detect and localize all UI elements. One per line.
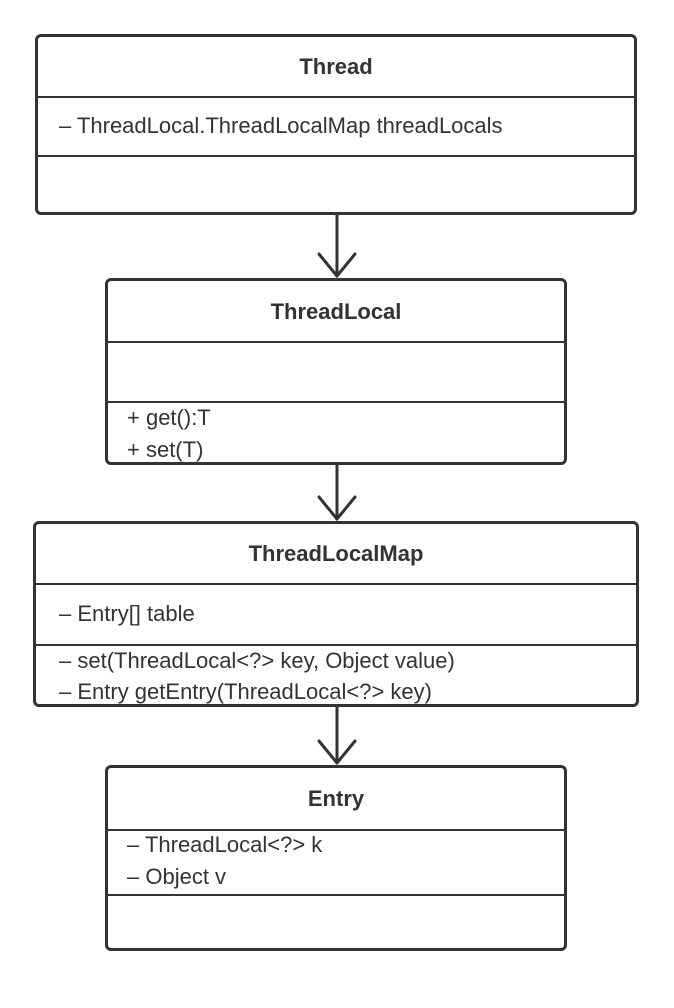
- method-threadlocalmap-getentry: – Entry getEntry(ThreadLocal<?> key): [59, 679, 432, 704]
- attribute-entry-v: – Object v: [127, 864, 227, 889]
- method-threadlocal-set: + set(T): [127, 437, 204, 462]
- divider: [108, 341, 564, 343]
- divider: [108, 401, 564, 403]
- divider: [38, 155, 634, 157]
- method-threadlocalmap-set: – set(ThreadLocal<?> key, Object value): [59, 648, 455, 673]
- class-name-threadlocal: ThreadLocal: [270, 298, 402, 324]
- divider: [36, 644, 636, 646]
- arrow-threadlocal-to-threadlocalmap: [317, 462, 357, 521]
- attribute-entry-k: – ThreadLocal<?> k: [127, 832, 323, 857]
- arrow-threadlocalmap-to-entry: [317, 704, 357, 765]
- divider: [36, 583, 636, 585]
- class-name-threadlocalmap: ThreadLocalMap: [248, 541, 424, 566]
- class-box-thread[interactable]: Thread – ThreadLocal.ThreadLocalMap thre…: [35, 34, 637, 215]
- class-box-entry[interactable]: Entry – ThreadLocal<?> k – Object v: [105, 765, 567, 951]
- arrow-thread-to-threadlocal: [317, 212, 357, 278]
- attribute-thread-threadlocals: – ThreadLocal.ThreadLocalMap threadLocal…: [59, 113, 503, 138]
- method-threadlocal-get: + get():T: [127, 405, 211, 430]
- class-box-threadlocalmap[interactable]: ThreadLocalMap – Entry[] table – set(Thr…: [33, 521, 639, 707]
- divider: [108, 894, 564, 896]
- class-name-entry: Entry: [307, 786, 365, 811]
- class-box-threadlocal[interactable]: ThreadLocal + get():T + set(T): [105, 278, 567, 465]
- divider: [108, 829, 564, 831]
- divider: [38, 96, 634, 98]
- class-name-thread: Thread: [299, 54, 373, 79]
- attribute-threadlocalmap-table: – Entry[] table: [59, 601, 195, 626]
